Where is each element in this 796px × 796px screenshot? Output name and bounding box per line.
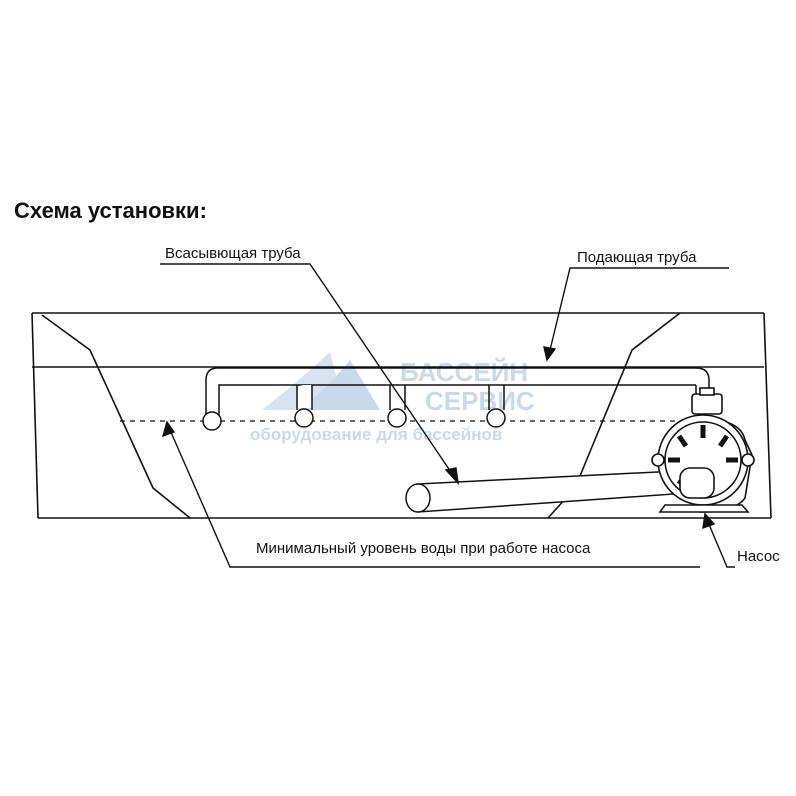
pump-label: Насос	[737, 548, 780, 565]
pump-icon	[651, 387, 755, 513]
pump-arrow-icon	[702, 512, 716, 530]
suction-pipe-label: Всасывющая труба	[165, 245, 301, 262]
min-water-level-label: Минимальный уровень воды при работе насо…	[256, 540, 591, 557]
leader-lines	[160, 263, 735, 568]
pool-outline	[31, 312, 772, 519]
suction-arrow-icon	[444, 467, 459, 486]
supply-pipe-label: Подающая труба	[577, 249, 697, 266]
level-arrow-icon	[161, 420, 176, 438]
watermark-line1: БАССЕЙН	[400, 357, 528, 387]
watermark: БАССЕЙН СЕРВИС оборудование для бассейно…	[250, 352, 535, 444]
watermark-line3: оборудование для бассейнов	[250, 425, 502, 444]
watermark-line2: СЕРВИС	[425, 386, 535, 416]
supply-arrow-icon	[543, 346, 557, 362]
supply-pipe	[202, 367, 710, 431]
suction-pipe	[405, 469, 703, 513]
page-title: Схема установки:	[14, 198, 207, 223]
